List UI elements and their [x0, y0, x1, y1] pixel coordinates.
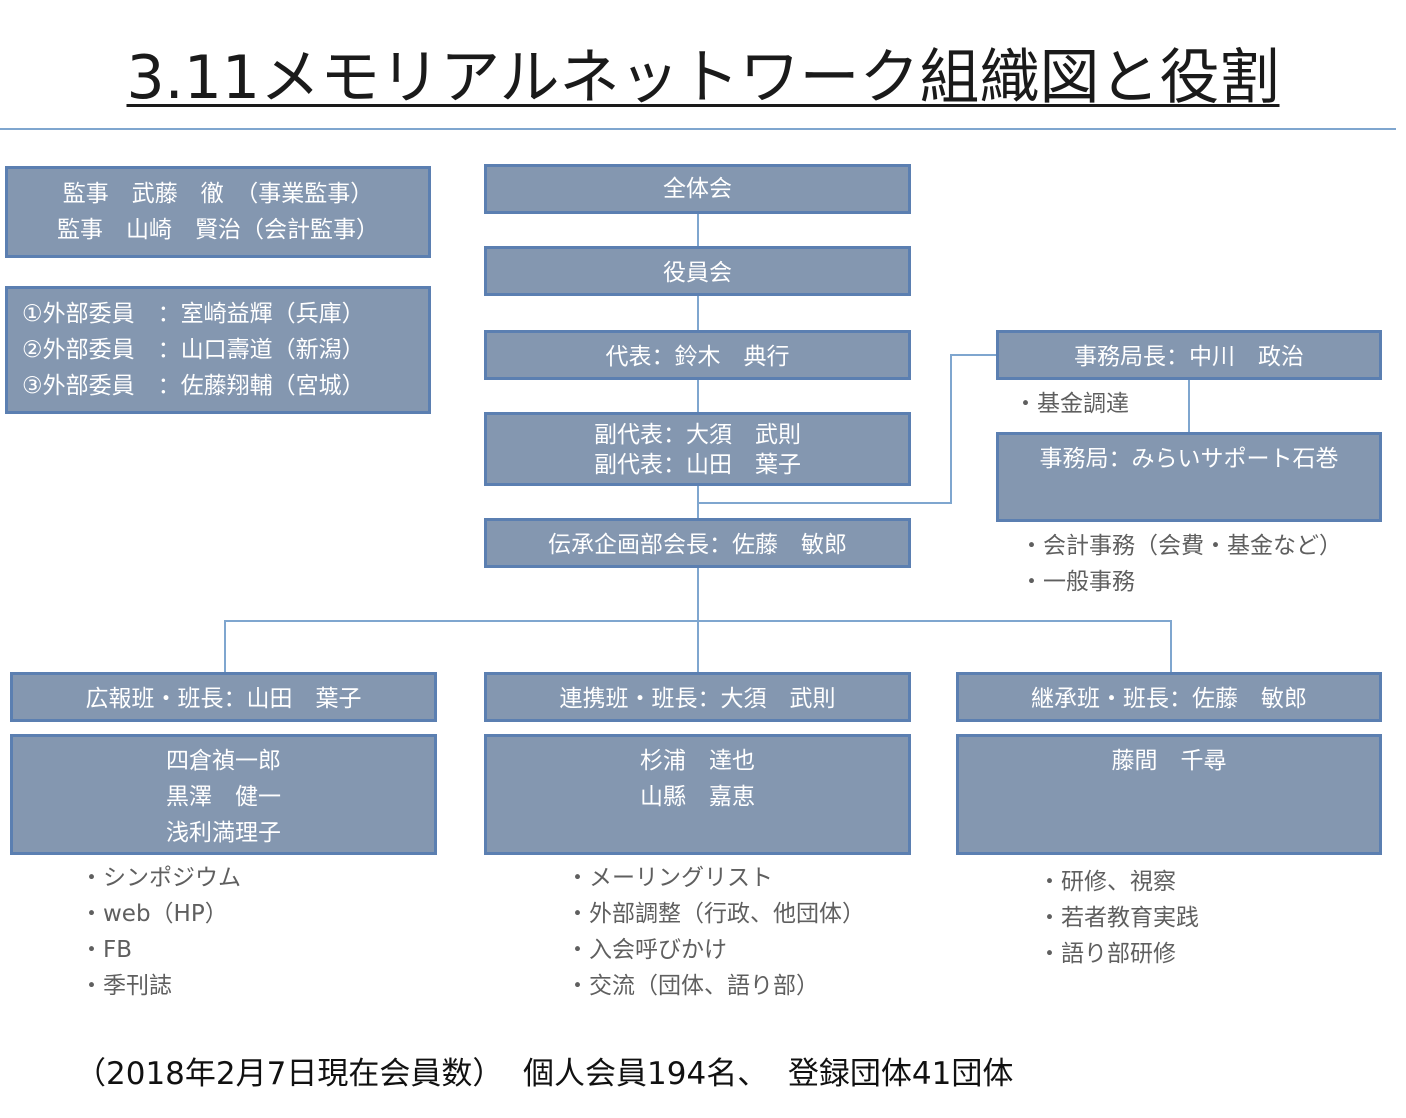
- connector-office-vertical: [950, 354, 952, 504]
- team-succession-members-box: 藤間 千尋: [956, 734, 1382, 855]
- office-head-bullet: 基金調達: [1014, 386, 1129, 422]
- team-pr-role-3: FB: [80, 932, 241, 968]
- connector-office-horizontal-low: [697, 502, 951, 504]
- secretariat-bullet-1: 会計事務（会費・基金など）: [1020, 528, 1342, 564]
- auditor-1: 監事 武藤 徹 （事業監事）: [62, 181, 374, 207]
- team-succession-role-2: 若者教育実践: [1038, 900, 1199, 936]
- title-text: 3.11メモリアルネットワーク組織図と役割: [126, 43, 1280, 113]
- connector-office-horizontal-high: [950, 354, 997, 356]
- connector-teams-horizontal: [224, 620, 1172, 622]
- team-liaison-roles: メーリングリスト 外部調整（行政、他団体） 入会呼びかけ 交流（団体、語り部）: [566, 860, 865, 1004]
- team-succession-role-3: 語り部研修: [1038, 936, 1199, 972]
- department-head-label: 伝承企画部会長：佐藤 敏郎: [548, 532, 847, 558]
- department-head-box: 伝承企画部会長：佐藤 敏郎: [484, 518, 911, 568]
- team-liaison-role-2: 外部調整（行政、他団体）: [566, 896, 865, 932]
- general-assembly-label: 全体会: [663, 176, 732, 202]
- vice-representative-1: 副代表：大須 武則: [594, 422, 801, 448]
- diagram-title: 3.11メモリアルネットワーク組織図と役割: [0, 38, 1406, 118]
- team-liaison-role-4: 交流（団体、語り部）: [566, 968, 865, 1004]
- secretariat-bullets: 会計事務（会費・基金など） 一般事務: [1020, 528, 1342, 600]
- team-pr-member-2: 黒澤 健一: [166, 784, 281, 810]
- team-pr-leader-box: 広報班・班長：山田 葉子: [10, 672, 437, 722]
- team-succession-roles: 研修、視察 若者教育実践 語り部研修: [1038, 864, 1199, 972]
- team-pr-role-4: 季刊誌: [80, 968, 241, 1004]
- team-pr-members-box: 四倉禎一郎 黒澤 健一 浅利満理子: [10, 734, 437, 855]
- team-liaison-role-1: メーリングリスト: [566, 860, 865, 896]
- board-box: 役員会: [484, 246, 911, 296]
- board-label: 役員会: [663, 260, 732, 286]
- team-succession-leader: 継承班・班長：佐藤 敏郎: [1031, 686, 1307, 712]
- auditor-2: 監事 山崎 賢治（会計監事）: [57, 217, 379, 243]
- team-pr-role-2: web（HP）: [80, 896, 241, 932]
- team-succession-role-1: 研修、視察: [1038, 864, 1199, 900]
- secretariat-box: 事務局：みらいサポート石巻: [996, 432, 1382, 522]
- connector-team-right: [1170, 620, 1172, 672]
- general-assembly-box: 全体会: [484, 164, 911, 214]
- representative-box: 代表：鈴木 典行: [484, 330, 911, 380]
- secretariat-bullet-2: 一般事務: [1020, 564, 1342, 600]
- secretariat-label: 事務局：みらいサポート石巻: [1039, 446, 1339, 472]
- team-liaison-member-1: 杉浦 達也: [640, 748, 755, 774]
- external-member-2: ②外部委員 ：山口壽道（新潟）: [22, 337, 365, 363]
- connector-team-left: [224, 620, 226, 672]
- membership-summary: （2018年2月7日現在会員数） 個人会員194名、 登録団体41団体: [75, 1056, 1014, 1092]
- connector-office-internal: [1188, 378, 1190, 433]
- office-head-label: 事務局長：中川 政治: [1074, 344, 1304, 370]
- team-liaison-members-box: 杉浦 達也 山縣 嘉恵: [484, 734, 911, 855]
- team-succession-member-1: 藤間 千尋: [1111, 748, 1227, 774]
- team-succession-leader-box: 継承班・班長：佐藤 敏郎: [956, 672, 1382, 722]
- team-pr-roles: シンポジウム web（HP） FB 季刊誌: [80, 860, 241, 1004]
- external-member-1: ①外部委員 ：室崎益輝（兵庫）: [22, 301, 365, 327]
- representative-label: 代表：鈴木 典行: [605, 344, 790, 370]
- team-liaison-role-3: 入会呼びかけ: [566, 932, 865, 968]
- title-divider: [0, 128, 1396, 130]
- external-members-box: ①外部委員 ：室崎益輝（兵庫） ②外部委員 ：山口壽道（新潟） ③外部委員 ：佐…: [5, 286, 431, 414]
- team-liaison-member-2: 山縣 嘉恵: [640, 784, 755, 810]
- team-liaison-leader: 連携班・班長：大須 武則: [559, 686, 836, 712]
- team-pr-member-1: 四倉禎一郎: [166, 748, 281, 774]
- team-pr-leader: 広報班・班長：山田 葉子: [85, 686, 362, 712]
- office-head-box: 事務局長：中川 政治: [996, 330, 1382, 380]
- vice-representative-box: 副代表：大須 武則 副代表：山田 葉子: [484, 412, 911, 486]
- team-liaison-leader-box: 連携班・班長：大須 武則: [484, 672, 911, 722]
- team-pr-role-1: シンポジウム: [80, 860, 241, 896]
- office-head-bullets: 基金調達: [1014, 386, 1129, 422]
- vice-representative-2: 副代表：山田 葉子: [594, 452, 801, 478]
- team-pr-member-3: 浅利満理子: [166, 820, 281, 846]
- auditors-box: 監事 武藤 徹 （事業監事） 監事 山崎 賢治（会計監事）: [5, 166, 431, 258]
- external-member-3: ③外部委員 ：佐藤翔輔（宮城）: [22, 373, 365, 399]
